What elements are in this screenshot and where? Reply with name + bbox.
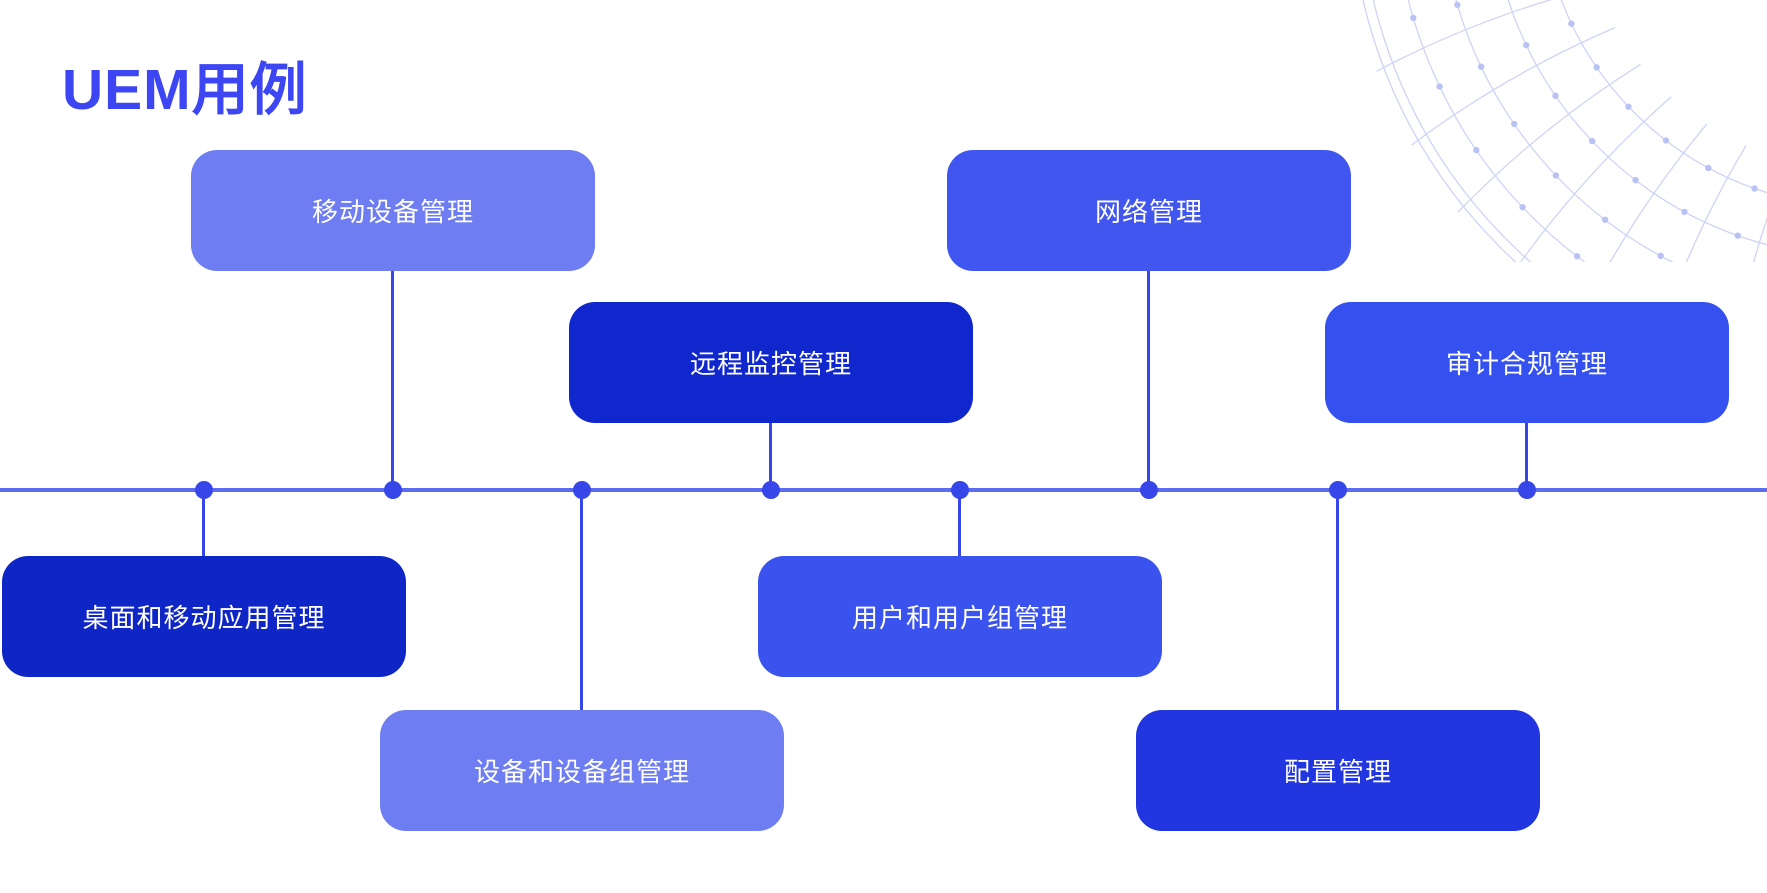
timeline-dot — [1329, 481, 1347, 499]
connector-line — [1147, 270, 1150, 490]
use-case-box: 桌面和移动应用管理 — [2, 556, 406, 677]
connector-line — [1525, 422, 1528, 490]
connector-line — [391, 270, 394, 490]
page-title: UEM用例 — [62, 58, 308, 123]
timeline-dot — [762, 481, 780, 499]
use-case-box: 用户和用户组管理 — [758, 556, 1162, 677]
globe-wireframe-decoration — [1362, 0, 1767, 262]
use-case-box: 设备和设备组管理 — [380, 710, 784, 831]
use-case-label: 移动设备管理 — [311, 197, 474, 227]
timeline-dot — [1140, 481, 1158, 499]
use-case-box: 审计合规管理 — [1325, 302, 1729, 423]
connector-line — [580, 490, 583, 710]
timeline-dot — [951, 481, 969, 499]
use-case-label: 设备和设备组管理 — [473, 757, 690, 787]
use-case-label: 用户和用户组管理 — [851, 603, 1068, 633]
use-case-label: 远程监控管理 — [689, 349, 852, 379]
use-case-label: 配置管理 — [1283, 757, 1392, 787]
timeline-dot — [573, 481, 591, 499]
timeline-dot — [195, 481, 213, 499]
connector-line — [958, 490, 961, 556]
timeline-dot — [384, 481, 402, 499]
timeline-axis — [0, 488, 1767, 492]
connector-line — [769, 422, 772, 490]
use-case-box: 移动设备管理 — [191, 150, 595, 271]
timeline-dot — [1518, 481, 1536, 499]
use-case-label: 审计合规管理 — [1445, 349, 1608, 379]
use-case-label: 网络管理 — [1094, 197, 1203, 227]
use-case-box: 远程监控管理 — [569, 302, 973, 423]
use-case-box: 网络管理 — [947, 150, 1351, 271]
use-case-label: 桌面和移动应用管理 — [82, 603, 326, 633]
use-case-box: 配置管理 — [1136, 710, 1540, 831]
connector-line — [1336, 490, 1339, 710]
connector-line — [202, 490, 205, 556]
